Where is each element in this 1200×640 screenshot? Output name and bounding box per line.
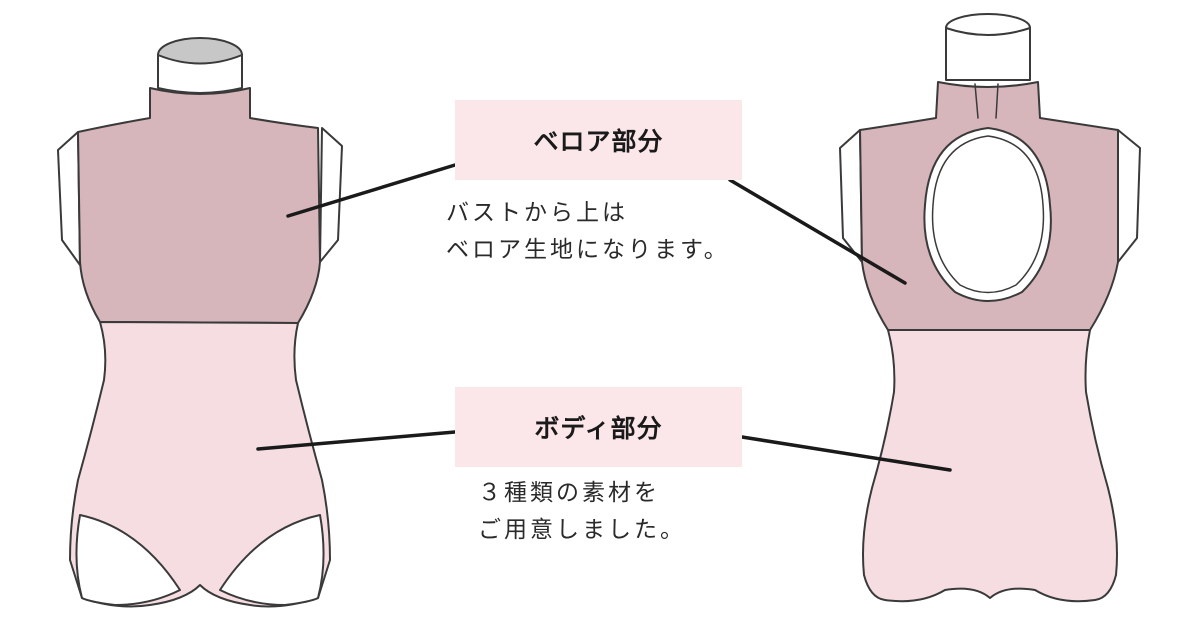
front-left-arm-stump	[57, 131, 81, 266]
front-right-leg-opening	[219, 514, 325, 606]
front-right-arm-stump	[319, 127, 343, 263]
velour-leader-front	[286, 163, 457, 218]
front-figure	[57, 37, 343, 608]
body-leader-back	[740, 435, 952, 472]
front-left-leg-opening	[75, 514, 181, 606]
front-velour-region	[77, 87, 321, 324]
front-body-region	[69, 321, 331, 608]
body-part-label: ボディ部分	[534, 414, 663, 443]
back-right-arm-stump	[1117, 129, 1141, 263]
velour-description: バストから上は ベロア生地になります。	[446, 195, 730, 269]
velour-description-line2: ベロア生地になります。	[446, 237, 730, 263]
body-label-bg	[455, 387, 742, 467]
body-description-line2: ご用意しました。	[478, 517, 686, 543]
velour-label-bg	[455, 100, 742, 180]
front-neck	[157, 54, 243, 94]
back-neck	[945, 27, 1031, 81]
velour-leader-back	[728, 178, 907, 285]
back-velour-region	[859, 81, 1119, 331]
leader-lines	[256, 163, 952, 472]
back-neck-band-seam	[974, 83, 999, 119]
velour-part-label: ベロア部分	[533, 127, 664, 156]
back-left-arm-stump	[839, 129, 863, 263]
back-keyhole-outline	[931, 135, 1045, 294]
velour-description-line1: バストから上は	[446, 200, 628, 226]
back-figure	[839, 13, 1141, 603]
body-description: ３種類の素材を ご用意しました。	[478, 475, 686, 549]
body-leader-front	[256, 430, 457, 451]
back-body-region	[862, 329, 1118, 603]
body-description-line1: ３種類の素材を	[478, 480, 660, 506]
